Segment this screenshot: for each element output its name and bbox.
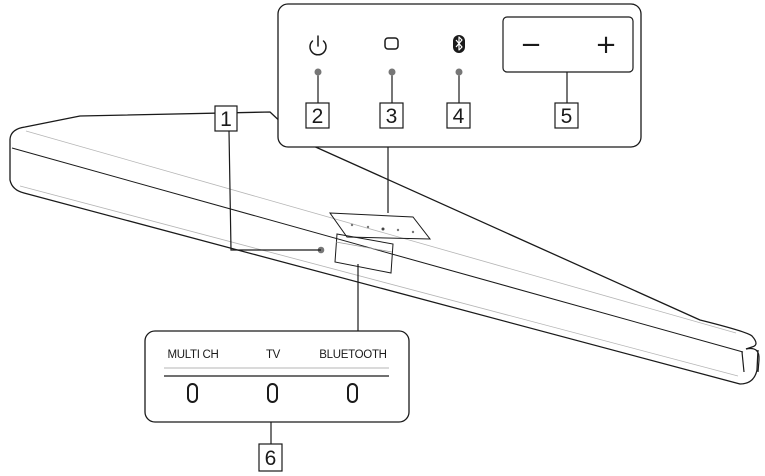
soundbar-top-face	[9, 111, 757, 350]
top-panel-zoom: 2 3 4 − + 5	[277, 3, 642, 213]
indicator-panel-zoom: MULTI CH TV BLUETOOTH 6	[144, 264, 410, 472]
power-icon	[309, 35, 327, 56]
power-indicator-dot	[314, 68, 322, 76]
callout-6-box	[258, 443, 283, 472]
bluetooth-indicator-dot	[455, 68, 463, 76]
input-indicator-dot	[388, 68, 396, 76]
indicator-label-tv: TV	[266, 349, 281, 361]
volume-frame	[502, 16, 634, 73]
soundbar-front-face	[9, 139, 759, 385]
callout-2-number: 2	[312, 105, 324, 128]
callout-4-box	[446, 102, 471, 129]
volume-minus-button[interactable]: −	[520, 30, 542, 60]
callout-6-number: 6	[265, 447, 277, 470]
soundbar-right-end	[741, 347, 760, 373]
bluetooth-icon	[453, 35, 465, 53]
tv-indicator-icon	[267, 383, 278, 403]
front-indicator-window	[334, 233, 394, 274]
callout-1-box	[214, 105, 238, 132]
input-icon	[384, 37, 399, 50]
callout-3-number: 3	[386, 105, 398, 128]
callout-1-group: 1	[214, 105, 321, 251]
callout-5-number: 5	[561, 105, 573, 128]
soundbar-top-inner-line	[25, 130, 737, 334]
callout-4-number: 4	[453, 105, 465, 128]
bluetooth-button[interactable]: 4	[446, 35, 471, 129]
callout-2-box	[305, 102, 330, 129]
callout-3-box	[379, 102, 404, 129]
soundbar-front-lower-line	[19, 185, 739, 377]
indicator-label-multi-ch: MULTI CH	[167, 349, 218, 361]
top-control-strip	[328, 212, 432, 240]
multi-ch-indicator-icon	[187, 383, 198, 403]
soundbar-body	[9, 111, 760, 385]
volume-control[interactable]: − + 5	[502, 16, 634, 129]
indicator-label-bluetooth: BLUETOOTH	[319, 349, 386, 361]
soundbar-top-edge	[11, 147, 744, 353]
volume-plus-button[interactable]: +	[595, 30, 617, 60]
callout-5-box	[554, 102, 579, 129]
input-button[interactable]: 3	[379, 37, 404, 129]
callout-1-number: 1	[220, 108, 232, 131]
bluetooth-indicator-icon	[347, 383, 358, 403]
power-button[interactable]: 2	[305, 35, 330, 129]
top-panel-outline	[328, 212, 432, 240]
